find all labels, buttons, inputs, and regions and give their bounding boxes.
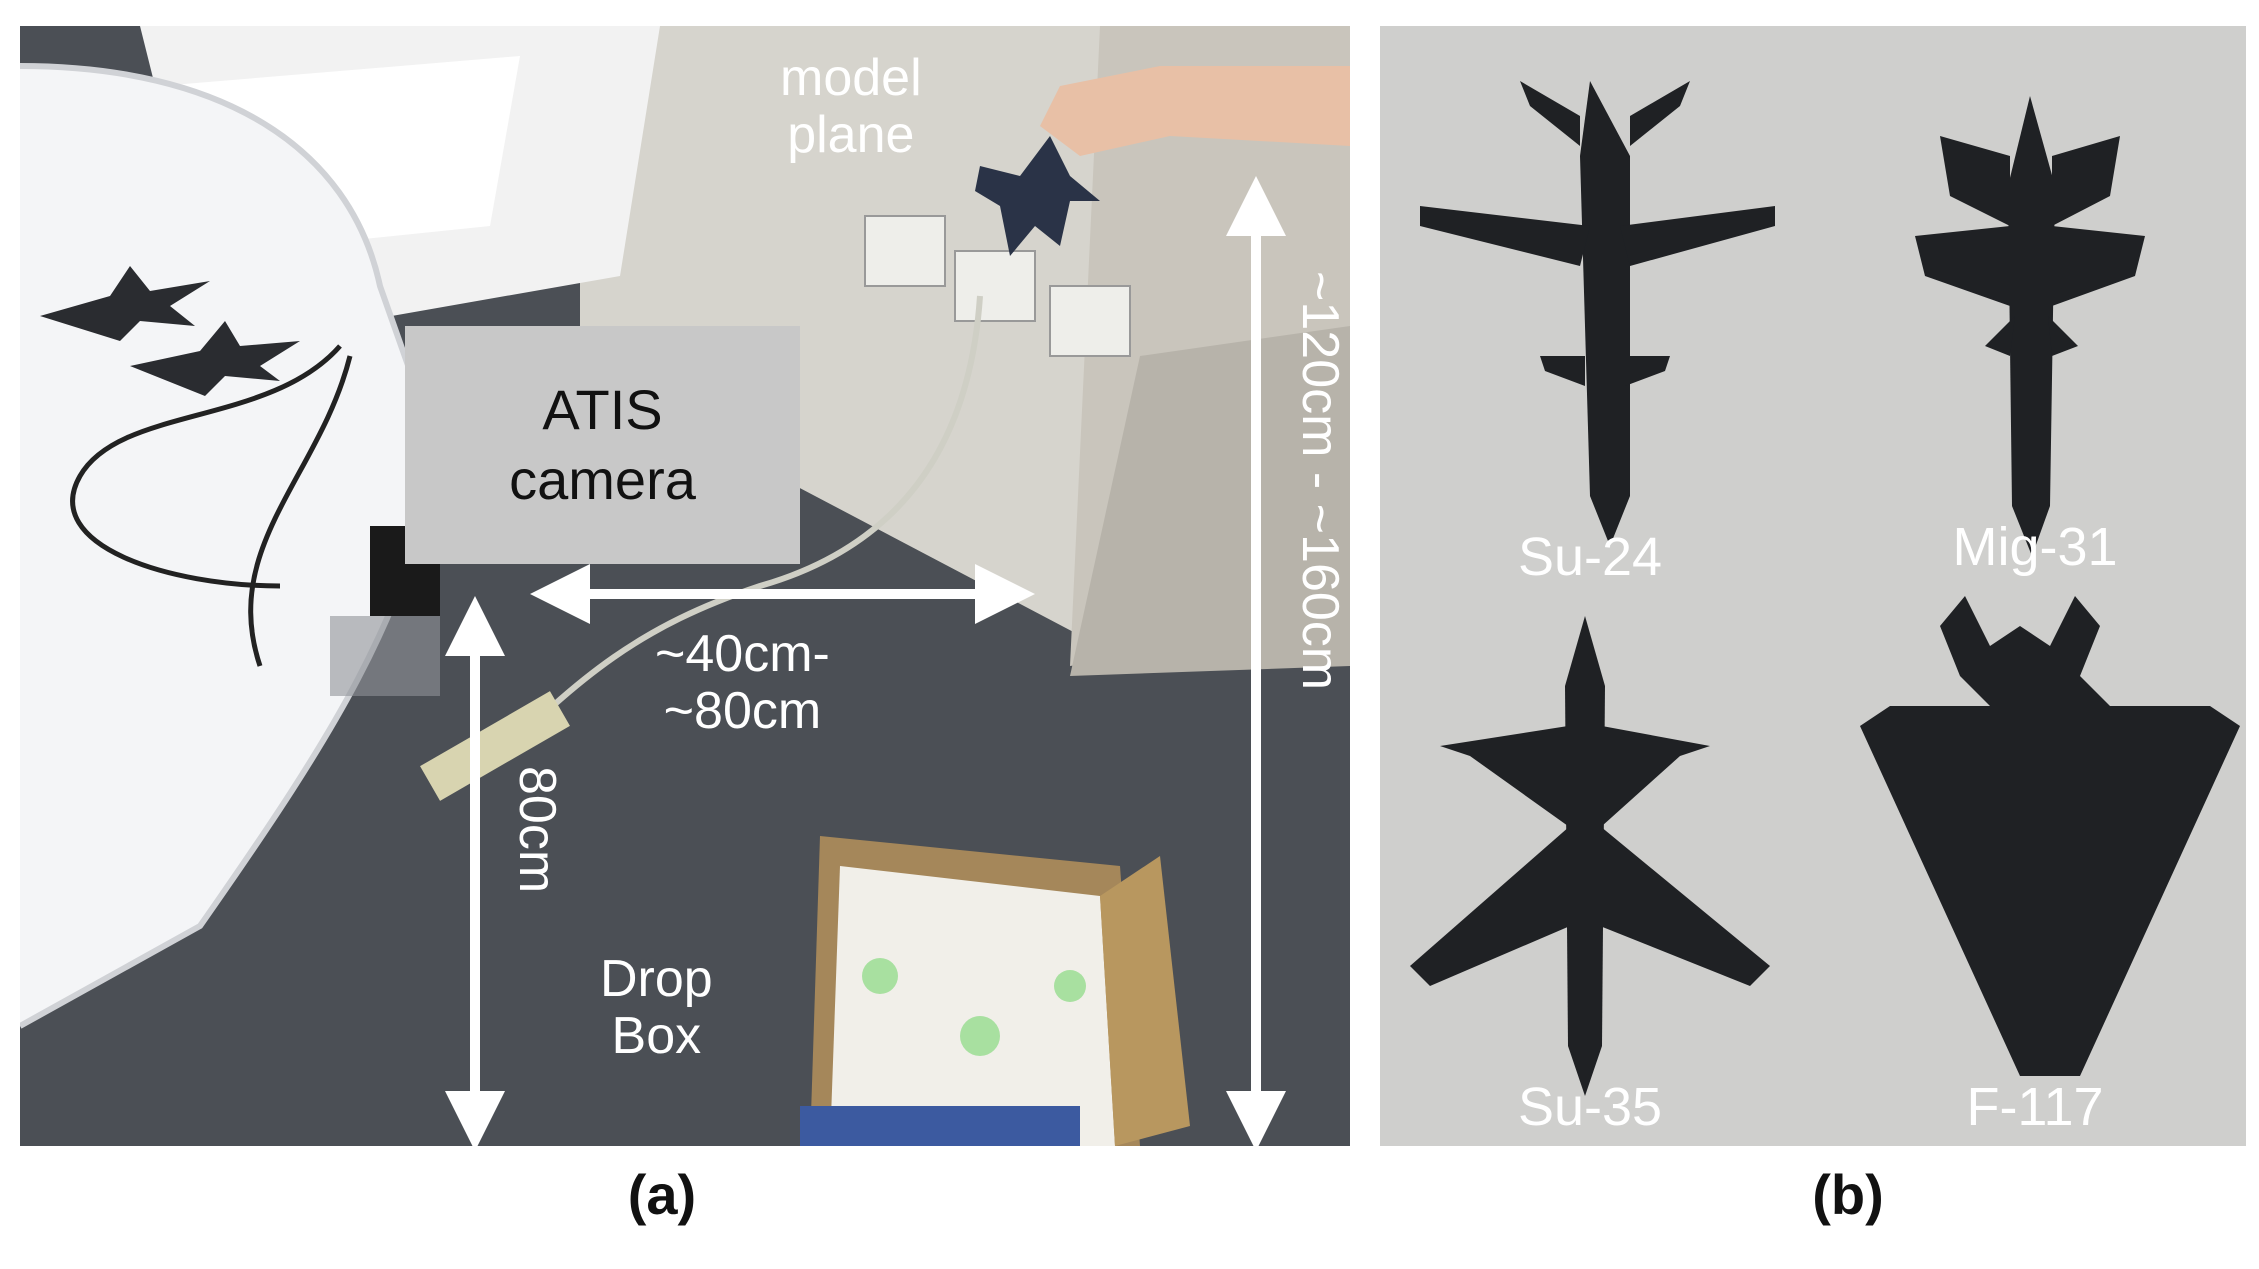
mig-31-model <box>1915 96 2145 556</box>
f-117-model <box>1860 596 2240 1076</box>
horizontal-distance-label: ~40cm- ~80cm <box>655 625 830 741</box>
model-plane-label: model plane <box>780 49 922 165</box>
camera-height-label: 80cm <box>508 766 566 894</box>
total-height-label: ~120cm - ~160cm <box>1291 271 1349 691</box>
plane-label-mig-31: Mig-31 <box>1952 517 2118 577</box>
plane-label-su-35: Su-35 <box>1517 1077 1663 1137</box>
plane-label-su-24: Su-24 <box>1517 527 1663 587</box>
su-24-model <box>1420 81 1775 546</box>
drop-box-label: Drop Box <box>600 950 713 1066</box>
caption-b: (b) <box>1812 1163 1884 1226</box>
su-35-model <box>1410 616 1770 1096</box>
setup-photo: model plane ATIS camera ~40cm- ~80cm 80c… <box>20 26 1350 1146</box>
setup-scene <box>20 26 1350 1146</box>
planes-photo: Su-24 Mig-31 Su-35 F-117 <box>1380 26 2246 1146</box>
plane-label-f-117: F-117 <box>1966 1077 2104 1137</box>
atis-camera-label: ATIS camera <box>405 326 800 564</box>
planes-scene <box>1380 26 2246 1146</box>
caption-a: (a) <box>627 1163 697 1226</box>
